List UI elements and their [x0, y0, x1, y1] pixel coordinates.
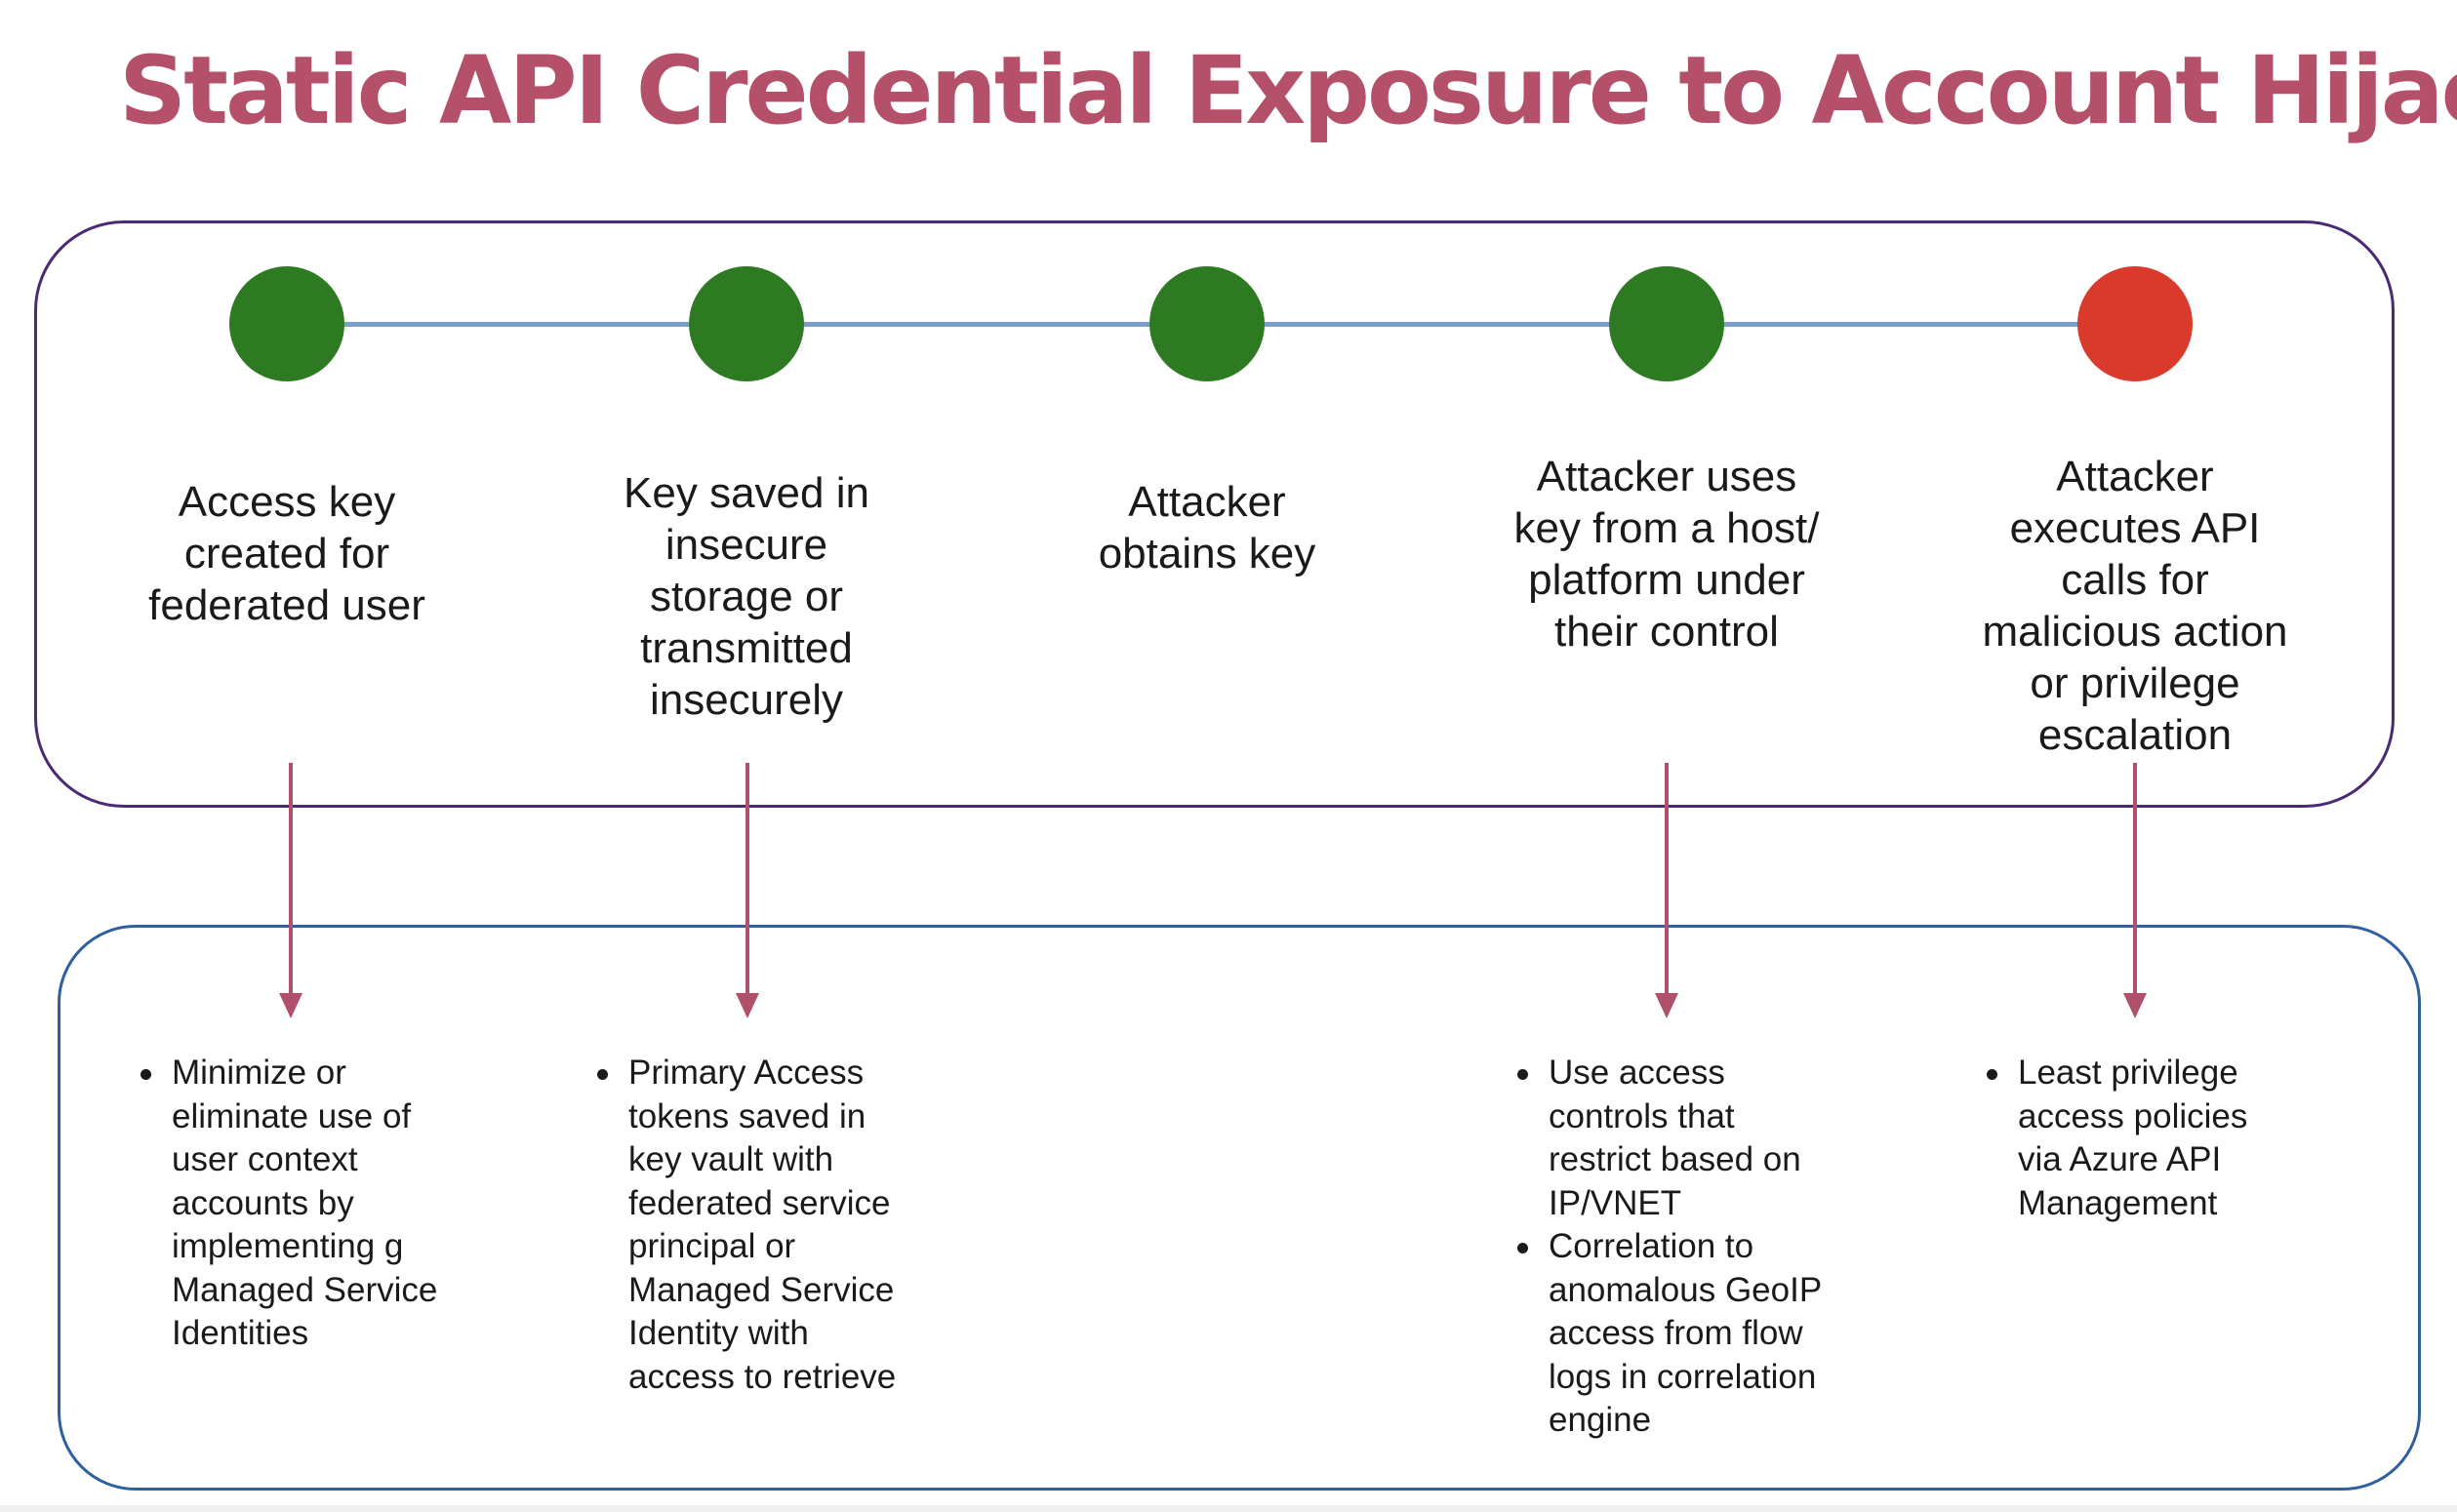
arrow-step-1	[279, 763, 302, 1020]
attack-chain-panel	[34, 220, 2395, 808]
step-label-1: Access key created for federated user	[148, 478, 425, 629]
mitigation-list-1: Minimize or eliminate use of user contex…	[141, 1052, 437, 1356]
mitigation-list-5: Least privilege access policies via Azur…	[1987, 1052, 2247, 1225]
mitigation-item: Least privilege access policies via Azur…	[1987, 1052, 2247, 1225]
step-label-5: Attacker executes API calls for maliciou…	[1982, 453, 2288, 759]
step-label-2: Key saved in insecure storage or transmi…	[624, 469, 869, 724]
mitigation-item: Minimize or eliminate use of user contex…	[141, 1052, 437, 1356]
step-label-4: Attacker uses key from a host/ platform …	[1513, 453, 1820, 656]
mitigations-panel	[58, 925, 2421, 1491]
step-label-3: Attacker obtains key	[1098, 478, 1316, 577]
footer-divider	[0, 1505, 2457, 1512]
step-node-5	[2077, 266, 2193, 381]
arrow-step-4	[1655, 763, 1678, 1020]
mitigation-item: Primary Access tokens saved in key vault…	[597, 1052, 896, 1399]
arrow-step-5	[2123, 763, 2147, 1020]
step-node-1	[229, 266, 344, 381]
mitigation-item: Use access controls that restrict based …	[1517, 1052, 1822, 1225]
page-title: Static API Credential Exposure to Accoun…	[119, 36, 2457, 145]
step-node-2	[689, 266, 804, 381]
step-node-3	[1149, 266, 1265, 381]
arrow-step-2	[736, 763, 759, 1020]
mitigation-list-4: Use access controls that restrict based …	[1517, 1052, 1822, 1443]
mitigation-item: Correlation to anomalous GeoIP access fr…	[1517, 1225, 1822, 1443]
step-node-4	[1609, 266, 1724, 381]
mitigation-list-2: Primary Access tokens saved in key vault…	[597, 1052, 896, 1399]
